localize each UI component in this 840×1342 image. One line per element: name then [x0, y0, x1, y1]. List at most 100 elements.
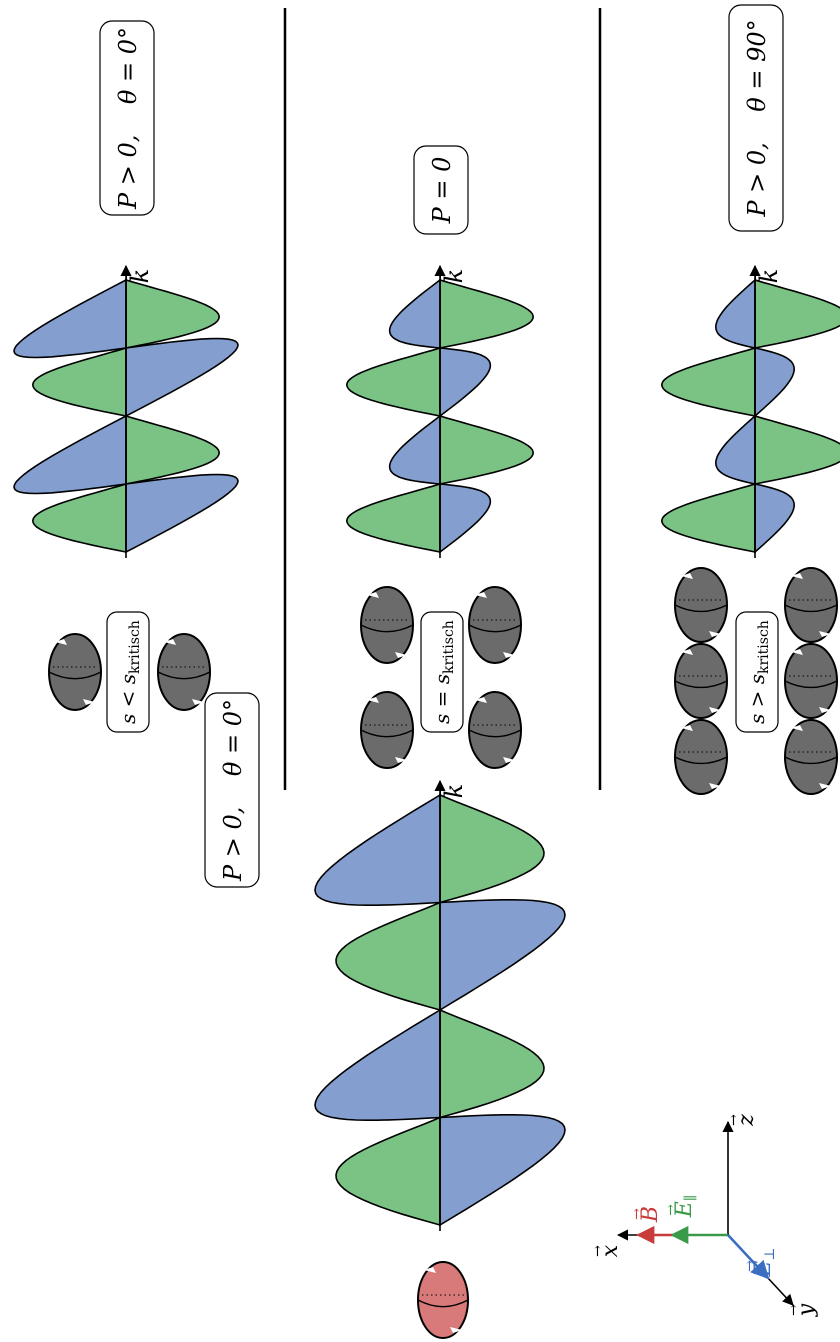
row-3-wave-k-label: k — [755, 269, 783, 284]
svg-text:E⊥: E⊥ — [751, 1247, 778, 1277]
row-3-wave-k-vec: → — [748, 270, 764, 282]
grain-group — [48, 567, 838, 1339]
row1-spacing-sub: kritisch — [127, 620, 143, 674]
left-wave-k-label-group: k→ — [433, 784, 468, 799]
row-1-wave-green-lobe — [31, 482, 127, 553]
grain-row3 — [674, 643, 728, 719]
left-state-label: P > 0, θ = 0° — [204, 692, 260, 888]
row-2-wave: k→ — [345, 264, 535, 558]
axis-B-label: B — [638, 1206, 663, 1223]
row-2-wave-green-lobe — [345, 346, 441, 417]
axis-E-par-vec: → — [663, 1204, 679, 1216]
axis-E-perp-sub: ⊥ — [762, 1247, 778, 1260]
axis-z-vec: → — [726, 1114, 742, 1126]
axis-E-par-label: E — [672, 1201, 697, 1218]
left-wave-green-lobe — [335, 901, 441, 1012]
row-2-wave-green-lobe — [439, 414, 535, 485]
axis-E-perp-line — [727, 1234, 770, 1280]
row-2-wave-blue-lobe — [439, 347, 492, 418]
row-1-wave-blue-lobe — [125, 337, 239, 418]
row3-spacing-main: s > s — [745, 674, 769, 724]
row-1-wave-k-label: k — [126, 269, 154, 284]
grain-row2 — [468, 691, 522, 769]
row3-state-label: P > 0, θ = 90° — [728, 4, 784, 232]
row-3-wave-blue-lobe — [714, 414, 756, 485]
grain-row1 — [157, 633, 211, 711]
row-2-wave-blue-lobe — [439, 483, 492, 554]
row-3-wave-blue-lobe — [754, 347, 796, 418]
row-3-wave-k-label-group: k→ — [748, 269, 783, 284]
row2-state-text: P = 0 — [428, 157, 456, 225]
grain-row3 — [784, 643, 838, 719]
row-1-wave-k-vec: → — [119, 270, 135, 282]
row-3-wave-green-lobe — [660, 482, 756, 553]
row-1-wave-blue-lobe — [13, 278, 127, 359]
row-2-wave-blue-lobe — [388, 414, 441, 485]
axis-y-vec: → — [786, 1304, 802, 1316]
row-1-wave-green-lobe — [125, 278, 221, 349]
axis-E-perp-vec: → — [742, 1260, 758, 1272]
svg-text:s > skritisch: s > skritisch — [745, 620, 772, 724]
row-1-wave-k-label-group: k→ — [119, 269, 154, 284]
row-1-wave: k→ — [13, 264, 239, 558]
left-wave-blue-lobe — [439, 1114, 566, 1227]
grain-row1 — [48, 633, 102, 711]
left-wave-k-vec: → — [433, 785, 449, 797]
row2-spacing-sub: kritisch — [441, 620, 457, 674]
row-2-wave-green-lobe — [345, 482, 441, 553]
left-wave-blue-lobe — [314, 1008, 441, 1121]
left-wave-green-lobe — [335, 1116, 441, 1227]
grain-row2 — [360, 586, 414, 664]
row-1-wave-blue-lobe — [13, 414, 127, 495]
row2-spacing-main: s = s — [430, 674, 454, 724]
grain-row3 — [784, 719, 838, 795]
row-1-wave-green-lobe — [31, 346, 127, 417]
row3-spacing-label: s > skritisch — [735, 611, 779, 733]
left-wave-k-label: k — [440, 784, 468, 799]
axis-x-label: x — [598, 1244, 623, 1257]
row-waves: k→k→k→ — [13, 264, 840, 558]
axis-x-vec: → — [590, 1245, 606, 1257]
left-wave-green-lobe — [439, 793, 545, 904]
row1-state-label: P > 0, θ = 0° — [99, 20, 155, 216]
grain-row3 — [674, 567, 728, 643]
row-1-wave-blue-lobe — [125, 473, 239, 554]
svg-text:E∥: E∥ — [672, 1195, 699, 1219]
row-2-wave-k-vec: → — [433, 270, 449, 282]
grain-row3 — [674, 719, 728, 795]
grain-row3 — [784, 567, 838, 643]
row-3-wave-blue-lobe — [754, 483, 796, 554]
row-2-wave-green-lobe — [439, 278, 535, 349]
row2-spacing-label: s = skritisch — [420, 611, 464, 733]
svg-text:s = skritisch: s = skritisch — [430, 620, 457, 724]
axis-system: z → x → y → B → E∥ → E⊥ → — [590, 1114, 819, 1317]
axis-B-vec: → — [629, 1208, 645, 1220]
row-3-wave: k→ — [660, 264, 840, 558]
row-1-wave-green-lobe — [125, 414, 221, 485]
axis-E-perp-label: E — [751, 1261, 776, 1278]
grain-red — [417, 1261, 469, 1339]
left-wave: k→ — [314, 779, 566, 1231]
left-state-text: P > 0, θ = 0° — [219, 699, 247, 882]
grain-row2 — [468, 586, 522, 664]
row-3-wave-green-lobe — [660, 346, 756, 417]
row2-state-label: P = 0 — [413, 145, 469, 235]
row1-state-text: P > 0, θ = 0° — [114, 27, 142, 210]
row-2-wave-k-label: k — [440, 269, 468, 284]
row3-spacing-sub: kritisch — [756, 620, 772, 674]
row-2-wave-blue-lobe — [388, 278, 441, 349]
svg-text:s < skritisch: s < skritisch — [116, 620, 143, 724]
row1-spacing-label: s < skritisch — [106, 611, 150, 733]
row-2-wave-k-label-group: k→ — [433, 269, 468, 284]
axis-E-par-sub: ∥ — [683, 1195, 699, 1201]
row-3-wave-blue-lobe — [714, 278, 756, 349]
axis-y-label: y — [794, 1303, 819, 1317]
grain-row2 — [360, 691, 414, 769]
row1-spacing-main: s < s — [116, 674, 140, 724]
axis-z-label: z — [734, 1114, 759, 1127]
row3-state-text: P > 0, θ = 90° — [743, 19, 771, 217]
row-3-wave-green-lobe — [754, 278, 840, 349]
left-wave-blue-lobe — [314, 793, 441, 906]
